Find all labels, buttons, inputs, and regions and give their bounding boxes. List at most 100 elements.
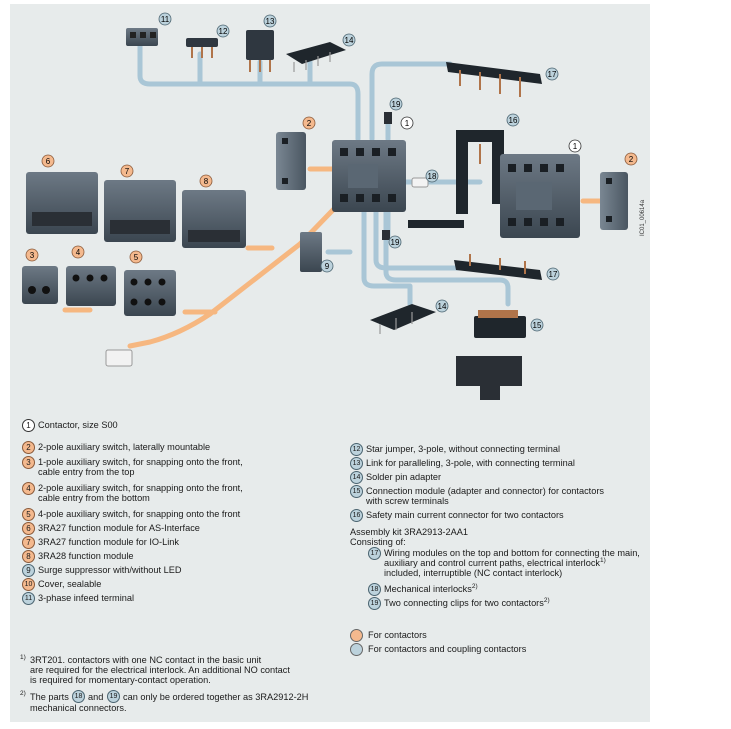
callout-17-bottom: 17 [546,267,560,281]
svg-text:9: 9 [325,262,330,271]
callout-13: 13 [263,14,277,28]
svg-text:17: 17 [549,270,558,279]
svg-text:15: 15 [533,321,542,330]
solder-pin-adapter-14-top [286,42,346,72]
legend-num-13: 13 [350,457,363,470]
legend-num-5: 5 [22,508,35,521]
legend-text-15b: with screw terminals [366,496,449,506]
svg-text:14: 14 [345,36,354,45]
callout-3: 3 [25,248,39,262]
svg-text:19: 19 [392,100,401,109]
legend-text-13: Link for paralleling, 3-pole, with conne… [366,458,575,468]
contactor-right [500,154,580,238]
svg-text:1: 1 [405,119,410,128]
svg-text:14: 14 [438,302,447,311]
footnote-1-mark: 1) [20,654,26,661]
svg-text:2: 2 [629,155,634,164]
legend-text-17b: auxiliary and control current paths, ele… [384,556,606,568]
legend-text-11: 3-phase infeed terminal [38,593,135,603]
key-swatch-blue [350,643,363,656]
connection-module-15 [456,310,526,400]
svg-text:3: 3 [30,251,35,260]
footnote-2-and: and [88,692,104,702]
safety-main-connector-16 [456,130,504,214]
footnote-2-mark: 2) [20,690,26,697]
svg-text:2: 2 [307,119,312,128]
callout-14-top: 14 [342,33,356,47]
legend-num-7: 7 [22,536,35,549]
footnote-2-num19: 19 [107,690,120,703]
legend-num-11: 11 [22,592,35,605]
legend-num-3: 3 [22,456,35,469]
key-for-contactors-coupling: For contactors and coupling contactors [368,644,527,654]
svg-text:4: 4 [76,248,81,257]
auxiliary-switch-5 [124,270,176,316]
svg-text:17: 17 [548,70,557,79]
callout-5: 5 [129,250,143,264]
legend-num-12: 12 [350,443,363,456]
assembly-title: Assembly kit 3RA2913-2AA1 [350,527,468,537]
surge-suppressor-9 [300,232,322,272]
svg-text:11: 11 [161,15,170,24]
legend-text-5: 4-pole auxiliary switch, for snapping on… [38,509,241,519]
callout-18: 18 [425,169,439,183]
legend-num-17: 17 [368,547,381,560]
wiring-module-17-bottom [454,254,542,280]
callout-12: 12 [216,24,230,38]
callout-11: 11 [158,12,172,26]
svg-text:7: 7 [125,167,130,176]
callout-14-bottom: 14 [435,299,449,313]
callout-4: 4 [71,245,85,259]
legend-text-3a: 1-pole auxiliary switch, for snapping on… [38,457,243,467]
footnote-2-num18: 18 [72,690,85,703]
key-for-contactors: For contactors [368,630,427,640]
legend-text-17a: Wiring modules on the top and bottom for… [384,548,640,558]
legend-text-7: 3RA27 function module for IO-Link [38,537,179,547]
legend-text-4a: 2-pole auxiliary switch, for snapping on… [38,483,243,493]
legend-text-12: Star jumper, 3-pole, without connecting … [366,444,561,454]
assembly-consisting: Consisting of: [350,537,406,547]
legend-text-14: Solder pin adapter [366,472,442,482]
callout-15: 15 [530,318,544,332]
legend-text-9: Surge suppressor with/without LED [38,565,182,575]
footnote-ref-17: 1) [600,556,606,564]
footnote-ref-18: 2) [471,582,478,590]
key-swatch-orange [350,629,363,642]
svg-text:5: 5 [134,253,139,262]
solder-pin-adapter-14-bottom [370,304,436,334]
sealable-cover-10 [105,349,133,367]
callout-16: 16 [506,113,520,127]
connecting-clip-19-top [384,112,392,124]
footnote-ref-19: 2) [543,596,550,604]
legend-num-15: 15 [350,485,363,498]
legend-num-14: 14 [350,471,363,484]
legend-text-1: Contactor, size S00 [38,420,118,430]
legend-num-18: 18 [368,583,381,596]
star-jumper-12 [186,38,218,58]
diagram-code: IC01_00614a [640,199,646,236]
legend-text-4b: cable entry from the bottom [38,493,150,503]
function-module-6 [26,172,98,234]
accessory-illustration: IC01_00614a 11 12 13 14 17 19 1 2 16 1 2… [22,12,646,400]
svg-text:13: 13 [266,17,275,26]
legend-num-1: 1 [22,419,35,432]
legend-num-10: 10 [22,578,35,591]
callout-1-central: 1 [400,116,414,130]
footnote-2-b: can only be ordered together as 3RA2912-… [123,692,309,702]
wiring-module-17-top [446,62,542,97]
svg-text:6: 6 [46,157,51,166]
callout-9: 9 [320,259,334,273]
svg-text:18: 18 [428,172,437,181]
svg-text:12: 12 [219,27,228,36]
diagram-panel: IC01_00614a 11 12 13 14 17 19 1 2 16 1 2… [10,4,650,722]
callout-19-top: 19 [389,97,403,111]
callout-2-left: 2 [302,116,316,130]
legend-text-17c: included, interruptible (NC contact inte… [384,568,563,578]
legend-text-15a: Connection module (adapter and connector… [366,486,604,496]
footnote-1-line2: are required for the electrical interloc… [30,665,290,675]
callout-17-top: 17 [545,67,559,81]
connecting-clip-19-bottom [382,230,390,240]
legend-num-2: 2 [22,441,35,454]
function-module-8 [182,190,246,248]
legend-text-2: 2-pole auxiliary switch, laterally mount… [38,442,211,452]
